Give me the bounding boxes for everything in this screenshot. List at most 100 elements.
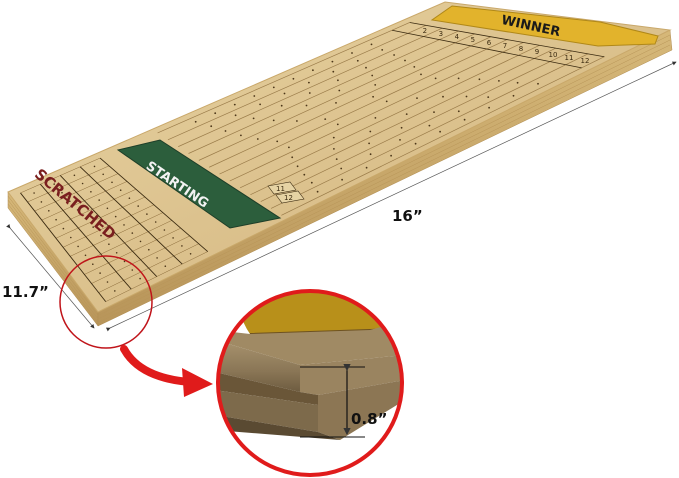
lane-number: 9 (535, 48, 539, 56)
peg-hole (516, 81, 519, 84)
scratch-hole (61, 191, 63, 194)
winner-panel (430, 5, 659, 47)
scratch-hole (156, 257, 158, 259)
peg-hole (374, 117, 377, 119)
peg-hole (341, 178, 343, 181)
lane-number: 4 (455, 33, 460, 41)
dimension-annotations: 11.7” 16” (2, 61, 677, 332)
scratch-hole (73, 174, 76, 177)
peg-hole (288, 146, 290, 149)
scratch-hole (172, 237, 174, 239)
peg-hole (457, 110, 460, 113)
peg-hole (434, 77, 437, 80)
peg-hole (272, 119, 275, 122)
peg-hole (292, 77, 295, 80)
start-number-12: 12 (284, 194, 293, 202)
scratch-hole (139, 240, 142, 243)
peg-hole (371, 74, 374, 77)
peg-hole (214, 112, 217, 115)
lane-number: 5 (471, 36, 475, 44)
detail-circle-border (216, 289, 404, 477)
scratch-hole (148, 248, 150, 251)
peg-hole (296, 165, 299, 168)
length-dimension-line (105, 61, 677, 332)
scratch-hole (33, 192, 35, 194)
lane-number: 6 (487, 39, 492, 47)
scratch-hole (131, 269, 134, 271)
scratch-hole (62, 227, 65, 230)
peg-hole (331, 60, 334, 63)
width-dimension-line (6, 223, 95, 329)
peg-hole (428, 124, 431, 127)
peg-hole (310, 181, 313, 184)
width-label: 11.7” (2, 283, 49, 301)
peg-hole (416, 97, 418, 99)
scratch-hole (40, 201, 43, 203)
scratch-hole (106, 281, 109, 283)
peg-hole (280, 104, 283, 107)
scratch-hole (81, 182, 84, 185)
lane-number: 12 (581, 57, 590, 65)
peg-hole (256, 138, 259, 140)
peg-hole (291, 156, 294, 159)
scratch-hole (53, 183, 55, 185)
peg-hole (340, 167, 343, 170)
scratch-hole (181, 245, 183, 247)
peg-hole (332, 136, 335, 139)
scratch-hole (139, 277, 141, 280)
peg-hole (276, 140, 279, 143)
scratch-hole (189, 253, 192, 255)
scratch-hole (146, 213, 148, 215)
scratch-hole (93, 165, 96, 168)
scratch-hole (102, 173, 104, 176)
peg-hole (252, 117, 255, 120)
peg-hole (381, 49, 384, 51)
peg-hole (399, 139, 401, 141)
peg-hole (365, 66, 367, 69)
scratch-hole (99, 272, 101, 274)
peg-hole (512, 94, 515, 97)
callout-arrow-icon (120, 345, 213, 397)
scratch-hole (84, 217, 87, 220)
peg-hole (316, 190, 319, 193)
peg-hole (413, 66, 416, 68)
scratch-hole (69, 200, 71, 203)
lane-number: 2 (423, 27, 427, 35)
peg-hole (312, 69, 314, 72)
lane-number: 7 (503, 42, 507, 50)
scratch-hole (108, 243, 110, 245)
peg-hole (374, 84, 377, 86)
peg-hole (303, 173, 306, 176)
lane-number: 3 (439, 30, 443, 38)
thickness-detail-callout: 0.8” (216, 289, 404, 477)
peg-hole (283, 92, 286, 95)
peg-hole (338, 89, 341, 92)
board-top-surface (7, 1, 672, 313)
peg-hole (400, 126, 403, 129)
peg-hole (259, 103, 261, 106)
peg-hole (324, 118, 327, 120)
peg-hole (393, 54, 395, 56)
peg-hole (368, 142, 370, 145)
lane-number: 8 (519, 45, 523, 53)
peg-hole (305, 104, 308, 107)
scratch-hole (115, 252, 118, 254)
scratch-hole (137, 205, 139, 207)
peg-hole (240, 134, 242, 137)
peg-hole (308, 92, 311, 94)
peg-hole (234, 114, 237, 117)
scratch-hole (119, 189, 122, 191)
peg-hole (233, 103, 236, 106)
scratch-hole (114, 290, 116, 292)
scratch-hole (123, 224, 125, 226)
scratch-hole (114, 215, 117, 218)
scratch-hole (48, 210, 50, 212)
peg-hole (439, 130, 441, 133)
peg-hole (404, 59, 406, 62)
peg-hole (385, 100, 388, 103)
scratch-hole (131, 232, 134, 234)
peg-hole (333, 148, 335, 150)
